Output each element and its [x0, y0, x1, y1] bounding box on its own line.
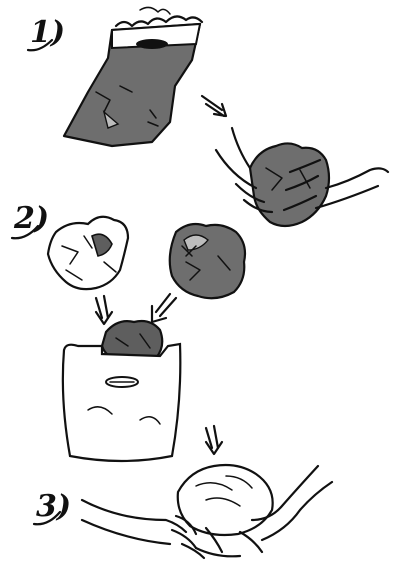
bag-logo: [136, 39, 168, 49]
chip-bag: [64, 7, 202, 146]
step-3: 3): [34, 465, 332, 558]
step-2: 2): [12, 201, 245, 461]
arrow-icon: [202, 96, 226, 116]
arrow-icon: [206, 426, 222, 454]
step-2-number: 2): [13, 201, 49, 236]
gray-crumpled-bag: [170, 224, 245, 298]
white-crumpled-paper: [48, 217, 128, 289]
step-1: 1): [28, 7, 388, 226]
arrow-icon: [152, 294, 176, 322]
hand-crushing-bag: [216, 128, 388, 226]
plastic-bag: [63, 321, 180, 461]
hands-compressing-bag: [82, 465, 332, 558]
arrow-icon: [96, 296, 112, 324]
